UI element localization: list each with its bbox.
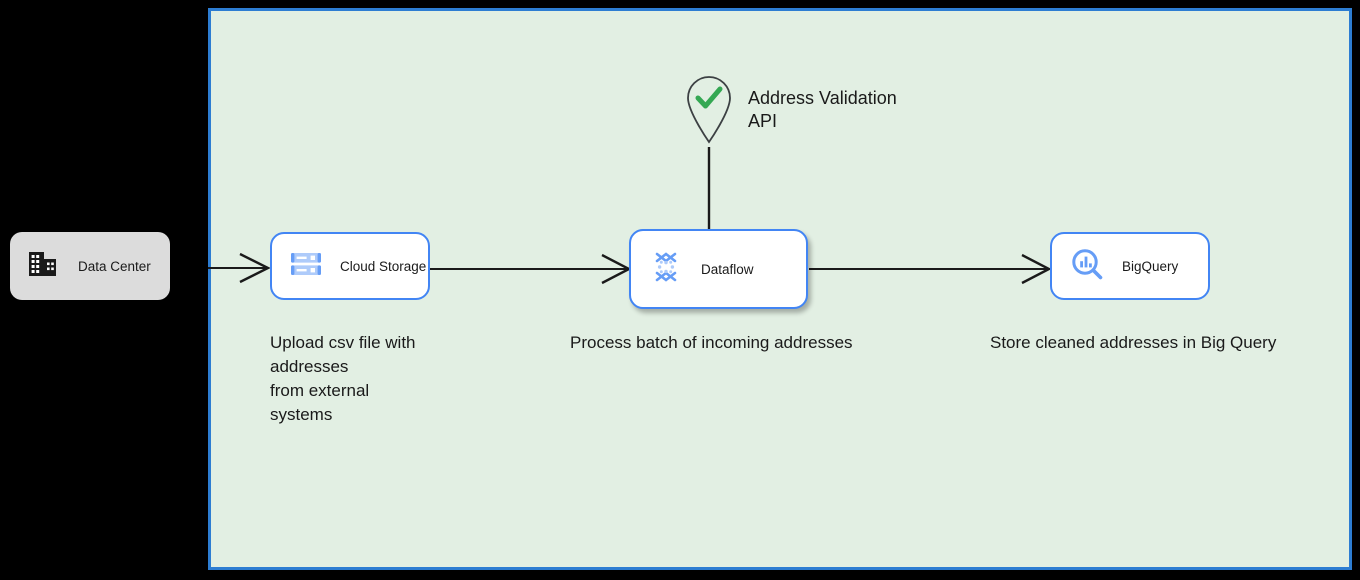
node-cloud-storage-label: Cloud Storage <box>340 258 427 274</box>
caption-upload: Upload csv file with addresses from exte… <box>270 333 416 424</box>
node-bigquery-label: BigQuery <box>1122 258 1179 274</box>
node-data-center-label: Data Center <box>78 258 151 274</box>
data-center-icon <box>28 250 58 283</box>
node-dataflow-label: Dataflow <box>701 261 754 277</box>
caption-store: Store cleaned addresses in Big Query <box>990 333 1277 352</box>
node-data-center[interactable]: Data Center <box>10 232 170 300</box>
cloud-storage-icon <box>289 247 323 286</box>
bigquery-icon <box>1069 246 1105 287</box>
dataflow-icon <box>648 249 684 290</box>
caption-process: Process batch of incoming addresses <box>570 333 853 352</box>
node-address-validation-api-label: Address Validation API <box>748 88 897 131</box>
node-address-validation-api[interactable]: Address Validation API <box>684 74 897 151</box>
node-dataflow[interactable]: Dataflow <box>629 229 808 309</box>
node-cloud-storage[interactable]: Cloud Storage <box>270 232 430 300</box>
node-bigquery[interactable]: BigQuery <box>1050 232 1210 300</box>
map-pin-check-icon <box>684 74 734 151</box>
